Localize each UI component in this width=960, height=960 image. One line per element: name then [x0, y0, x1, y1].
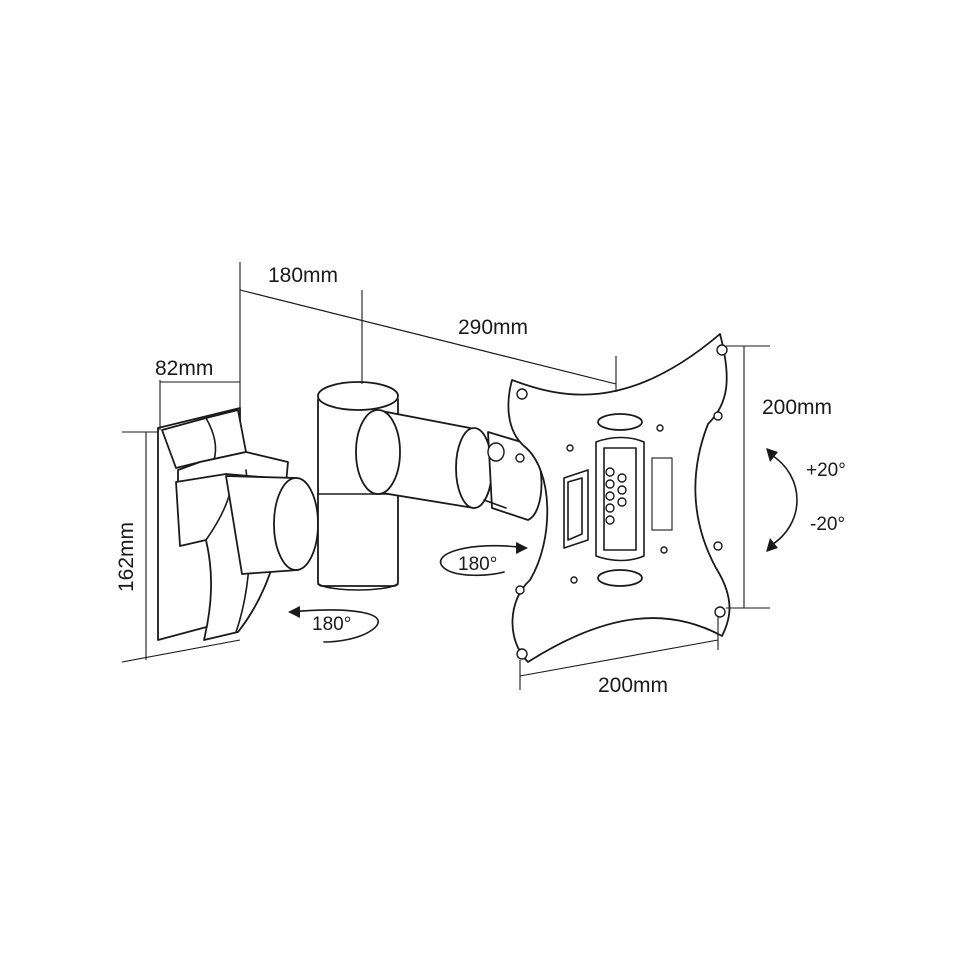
tilt-up-label: +20°	[806, 460, 846, 481]
mounting-holes	[515, 344, 728, 660]
dim-label-200mm-vertical: 200mm	[762, 396, 832, 419]
rotation-arrows	[288, 448, 798, 643]
head-swivel-label: 180°	[458, 554, 497, 575]
dim-label-200mm-horizontal: 200mm	[598, 674, 668, 697]
dim-label-180mm: 180mm	[268, 264, 338, 287]
wall-swivel-label: 180°	[312, 614, 351, 635]
dim-label-162mm: 162mm	[115, 522, 138, 592]
tilt-down-label: -20°	[810, 514, 845, 535]
tilt-arrow-icon	[769, 453, 798, 547]
adjustment-holes	[605, 467, 627, 525]
dimension-lines	[121, 262, 770, 690]
dim-label-82mm: 82mm	[155, 357, 213, 380]
dim-label-290mm: 290mm	[458, 316, 528, 339]
wall-swivel-arrow-icon	[289, 609, 379, 643]
tilt-arrow-up-head-icon	[766, 448, 778, 462]
swing-arm	[225, 381, 543, 591]
head-swivel-arrow-icon	[439, 544, 527, 577]
vesa-plate	[507, 333, 731, 663]
tilt-arrow-down-head-icon	[766, 538, 778, 552]
